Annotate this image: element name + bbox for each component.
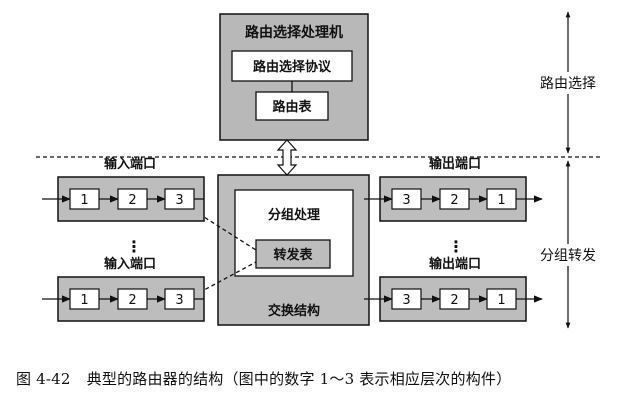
- input-slot-box: [69, 188, 100, 210]
- input-port-label: 输入端口: [104, 156, 156, 172]
- input-slot-box: [164, 288, 195, 310]
- output-port-label: 输出端口: [429, 256, 481, 272]
- routing-table-label: 路由表: [272, 99, 312, 115]
- output-slot-box: [439, 188, 470, 210]
- layer-scope-brackets: 路由选择 分组转发: [540, 11, 596, 329]
- input-slot-box: [117, 288, 148, 310]
- output-slot-box: [486, 288, 517, 310]
- processor-fabric-double-arrow: [276, 139, 298, 176]
- output-ports-ellipsis: ⋮: [448, 237, 464, 256]
- caption-figure-number: 图 4-42: [16, 370, 71, 388]
- switch-fabric: 分组处理 转发表 交换结构: [217, 174, 370, 326]
- figure-caption: 图 4-42 典型的路由器的结构（图中的数字 1～3 表示相应层次的构件）: [16, 368, 626, 392]
- output-slot-label: 1: [497, 193, 505, 208]
- forwarding-table-box: [255, 239, 331, 269]
- router-diagram: 路由选择处理机 路由选择协议 路由表 分组处理 转发表 交换结构 ⋮ ⋮ 路由选…: [36, 11, 600, 329]
- output-slot-box: [439, 288, 470, 310]
- input-slot-box: [69, 288, 100, 310]
- input-slot-label: 1: [80, 193, 88, 208]
- input-slot-label: 3: [175, 293, 183, 308]
- packet-processing-label: 分组处理: [268, 207, 320, 223]
- routing-processor-title: 路由选择处理机: [245, 24, 343, 41]
- output-slot-box: [391, 288, 422, 310]
- input-slot-box: [164, 188, 195, 210]
- ports-layer: 输入端口 1 2 3 输入端口 1 2 3 输出端口 3 2 1 输出端口 3 2 1: [42, 156, 543, 322]
- forwarding-layer-label: 分组转发: [540, 248, 596, 264]
- forwarding-link-top: [192, 209, 257, 251]
- output-slot-label: 1: [497, 293, 505, 308]
- output-slot-label: 2: [450, 293, 458, 308]
- input-slot-label: 2: [128, 193, 136, 208]
- output-slot-label: 3: [402, 293, 410, 308]
- caption-text: 典型的路由器的结构（图中的数字 1～3 表示相应层次的构件）: [86, 370, 512, 388]
- input-ports-ellipsis: ⋮: [126, 237, 142, 256]
- output-slot-box: [391, 188, 422, 210]
- routing-processor: 路由选择处理机 路由选择协议 路由表: [219, 13, 369, 141]
- routing-layer-label: 路由选择: [540, 76, 596, 92]
- output-slot-label: 2: [450, 193, 458, 208]
- input-slot-label: 1: [80, 293, 88, 308]
- output-port-1: 输出端口 3 2 1: [364, 156, 543, 222]
- input-port-label: 输入端口: [104, 256, 156, 272]
- routing-table-box: [255, 91, 329, 121]
- routing-protocol-box: [231, 50, 353, 82]
- input-port-1: 输入端口 1 2 3: [42, 156, 205, 222]
- output-port-2: 输出端口 3 2 1: [364, 256, 543, 322]
- input-slot-label: 3: [175, 193, 183, 208]
- output-port-label: 输出端口: [429, 156, 481, 172]
- forwarding-link-bottom: [192, 261, 257, 297]
- input-slot-label: 2: [128, 293, 136, 308]
- output-slot-box: [486, 188, 517, 210]
- input-slot-box: [117, 188, 148, 210]
- forwarding-table-label: 转发表: [273, 247, 313, 263]
- switch-fabric-label: 交换结构: [268, 303, 320, 319]
- output-slot-label: 3: [402, 193, 410, 208]
- input-port-2: 输入端口 1 2 3: [42, 256, 205, 322]
- routing-protocol-label: 路由选择协议: [253, 59, 332, 75]
